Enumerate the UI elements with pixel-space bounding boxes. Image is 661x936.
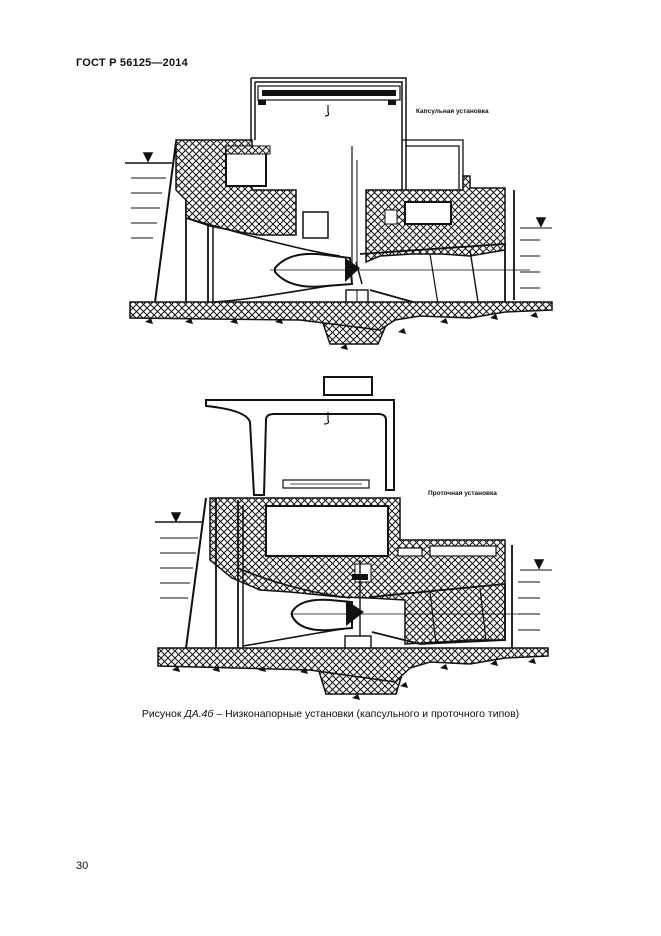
page-number: 30 (76, 860, 89, 872)
capsule-unit-diagram (125, 77, 553, 350)
caption-figure-id: ДА.4б (184, 708, 214, 720)
capsule-unit-label: Капсульная установка (416, 108, 489, 115)
flow-through-unit-label: Проточная установка (428, 490, 497, 497)
flow-through-unit-diagram (155, 376, 552, 700)
document-header: ГОСТ Р 56125—2014 (76, 57, 188, 69)
figure-caption: Рисунок ДА.4б – Низконапорные установки … (0, 708, 661, 720)
caption-text: – Низконапорные установки (капсульного и… (213, 708, 520, 720)
caption-prefix: Рисунок (141, 708, 182, 720)
